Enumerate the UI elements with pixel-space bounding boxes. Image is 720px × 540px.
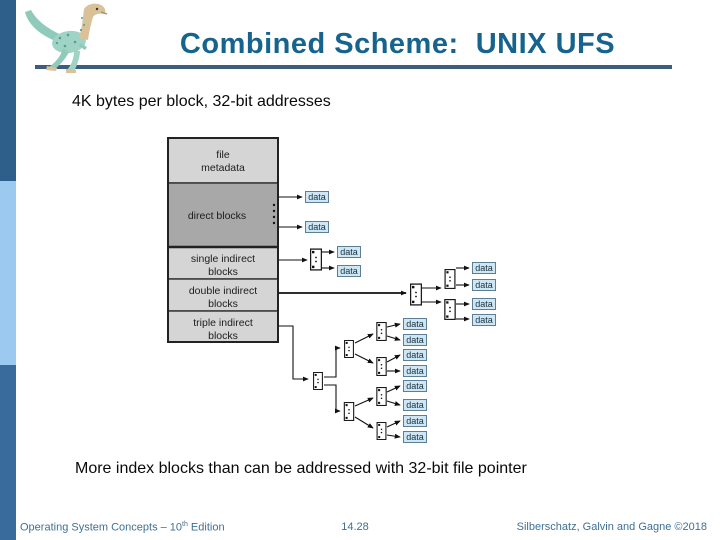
data-block xyxy=(403,431,427,443)
dino-spots xyxy=(55,17,85,48)
data-block xyxy=(337,265,361,277)
data-block xyxy=(472,298,496,310)
triple-indirect-l3-block-a xyxy=(376,322,387,341)
triple-indirect-l1-block xyxy=(312,372,324,390)
inode-section-labels: file metadata direct blocks single indir… xyxy=(188,149,257,342)
dino-neck-head xyxy=(79,3,106,40)
data-block xyxy=(472,314,496,326)
sidebar-accent-middle xyxy=(0,181,16,365)
label-direct-blocks: direct blocks xyxy=(188,210,246,222)
single-indirect-index-block xyxy=(310,248,322,271)
label-file: file xyxy=(216,149,230,161)
data-block xyxy=(403,349,427,361)
sidebar-accent-top xyxy=(0,0,16,181)
dino-foot-back xyxy=(46,66,57,71)
footer-edition-suffix: Edition xyxy=(187,521,225,534)
dino-mouth xyxy=(100,11,108,15)
data-block xyxy=(403,365,427,377)
data-block xyxy=(305,191,329,203)
dino-leg-back xyxy=(49,48,69,69)
data-block xyxy=(305,221,329,233)
data-block xyxy=(403,334,427,346)
data-block xyxy=(403,318,427,330)
section-triple-indirect xyxy=(167,310,279,343)
label-double-indirect: double indirect xyxy=(189,285,257,297)
data-blocks xyxy=(305,191,496,443)
label-triple-indirect: triple indirect xyxy=(193,317,253,329)
data-block xyxy=(403,415,427,427)
dino-leg-front xyxy=(67,50,80,71)
section-double-indirect xyxy=(167,278,279,312)
data-block xyxy=(403,380,427,392)
label-triple-blocks: blocks xyxy=(208,330,238,342)
sidebar-accent-bottom xyxy=(0,365,16,540)
footer-authors: Silberschatz, Galvin and Gagne ©2018 xyxy=(516,521,707,533)
triple-indirect-l3-block-c xyxy=(376,387,387,406)
inode-outline xyxy=(167,137,279,343)
dino-tail xyxy=(25,10,64,44)
double-indirect-l2-block-b xyxy=(444,299,456,320)
data-block xyxy=(472,279,496,291)
footer-book-title: Operating System Concepts – 10th Edition xyxy=(20,521,225,534)
double-indirect-l2-block-a xyxy=(444,269,456,289)
footer-edition-superscript: th xyxy=(182,521,188,528)
dino-arm xyxy=(79,43,87,50)
dino-eye xyxy=(95,7,99,11)
data-block xyxy=(403,399,427,411)
footer-book-title-text: Operating System Concepts – 10 xyxy=(20,521,183,534)
title-divider xyxy=(35,65,672,69)
data-block xyxy=(337,246,361,258)
label-single-indirect: single indirect xyxy=(191,253,255,265)
direct-blocks-ellipsis xyxy=(272,203,276,225)
data-block xyxy=(472,262,496,274)
note-text: More index blocks than can be addressed … xyxy=(75,460,527,477)
diagram-arrows xyxy=(279,194,470,439)
label-double-blocks: blocks xyxy=(208,298,238,310)
triple-indirect-l3-block-d xyxy=(376,422,387,440)
dino-body xyxy=(52,30,86,54)
double-indirect-l1-block xyxy=(410,283,422,306)
triple-indirect-l2-block-b xyxy=(343,402,355,421)
section-direct-blocks xyxy=(167,182,279,248)
dino-foot-front xyxy=(66,69,76,73)
inode-box: file metadata direct blocks single indir… xyxy=(167,137,279,343)
triple-indirect-l2-block-a xyxy=(343,340,355,358)
index-blocks xyxy=(310,248,456,440)
label-metadata: metadata xyxy=(201,162,245,174)
subtitle-text: 4K bytes per block, 32-bit addresses xyxy=(72,93,331,110)
footer-page-number: 14.28 xyxy=(341,521,369,533)
dinosaur-icon xyxy=(25,3,108,73)
label-single-blocks: blocks xyxy=(208,266,238,278)
slide-title: Combined Scheme: UNIX UFS xyxy=(179,28,616,60)
triple-indirect-l3-block-b xyxy=(376,357,387,376)
